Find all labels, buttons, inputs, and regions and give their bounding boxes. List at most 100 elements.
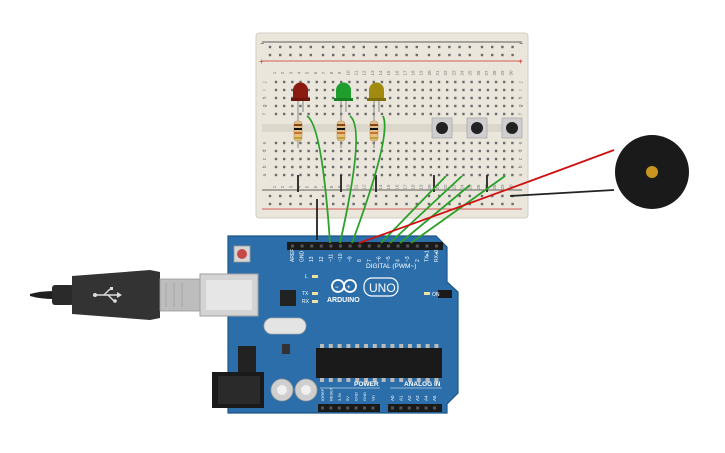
resistor-2[interactable]	[336, 112, 346, 148]
breadboard-hole	[372, 80, 375, 84]
header-socket[interactable]	[310, 244, 314, 248]
column-number: 17	[402, 70, 407, 76]
breadboard-hole	[307, 141, 310, 145]
header-socket[interactable]	[363, 406, 366, 410]
column-number: 4	[296, 185, 301, 188]
breadboard-hole	[405, 173, 408, 177]
pushbuttons-group	[431, 117, 523, 139]
rail-hole	[405, 45, 408, 49]
breadboard-hole	[348, 141, 351, 145]
led-tx-label: TX	[302, 291, 309, 297]
breadboard-hole	[445, 96, 449, 100]
header-socket[interactable]	[407, 406, 411, 410]
breadboard-hole	[437, 173, 441, 177]
header-socket[interactable]	[291, 244, 294, 248]
header-socket[interactable]	[415, 244, 419, 248]
rail-hole	[352, 202, 355, 206]
column-number: 20	[427, 70, 432, 76]
pushbutton-3[interactable]	[501, 117, 523, 139]
header-socket[interactable]	[424, 406, 428, 410]
header-socket[interactable]	[433, 406, 436, 410]
header-socket[interactable]	[329, 406, 333, 410]
rail-hole	[395, 53, 398, 57]
resistors-group	[293, 112, 379, 148]
piezo-buzzer[interactable]	[358, 135, 689, 244]
header-socket[interactable]	[377, 244, 381, 248]
breadboard-hole	[462, 112, 465, 116]
header-socket[interactable]	[416, 406, 420, 410]
header-socket[interactable]	[358, 244, 362, 248]
pushbutton-1[interactable]	[431, 117, 453, 139]
chip-pin	[416, 378, 421, 382]
led-red[interactable]	[291, 82, 310, 112]
breadboard-hole	[291, 165, 294, 169]
breadboard-hole	[462, 96, 465, 100]
header-socket[interactable]	[435, 244, 438, 248]
header-socket[interactable]	[425, 244, 429, 248]
breadboard-hole	[470, 96, 473, 100]
led-yellow[interactable]	[367, 82, 386, 112]
breadboard-hole	[511, 80, 514, 84]
breadboard-hole	[299, 112, 302, 116]
power-pin-label: GND	[362, 392, 367, 401]
breadboard-hole	[315, 141, 318, 145]
rail-hole	[279, 202, 282, 206]
reset-button-cap[interactable]	[237, 249, 247, 259]
column-number: 27	[484, 70, 489, 76]
resistor-3[interactable]	[369, 112, 379, 148]
breadboard-hole	[331, 80, 335, 84]
rail-hole	[415, 53, 418, 57]
header-socket[interactable]	[300, 244, 304, 248]
header-socket[interactable]	[367, 244, 371, 248]
header-socket[interactable]	[337, 406, 341, 410]
column-number: 21	[435, 70, 440, 76]
digital-pin-label: AREF	[290, 249, 296, 262]
breadboard-hole	[274, 96, 278, 100]
breadboard-hole	[454, 88, 457, 92]
breadboard-hole	[299, 157, 302, 161]
digital-pin-label: 13	[309, 256, 315, 262]
header-socket[interactable]	[329, 244, 333, 248]
breadboard-hole	[494, 149, 498, 153]
header-socket[interactable]	[371, 406, 375, 410]
row-letter: c	[262, 157, 268, 160]
row-letter: f	[518, 113, 524, 115]
breadboard-hole	[421, 173, 424, 177]
column-number: 29	[500, 70, 505, 76]
breadboard-hole	[307, 104, 310, 108]
breadboard-hole	[470, 157, 473, 161]
led-green[interactable]	[334, 82, 353, 112]
resistor-1[interactable]	[293, 112, 303, 148]
header-socket[interactable]	[348, 244, 352, 248]
breadboard-hole	[462, 88, 465, 92]
power-pin-label: 5V	[345, 396, 350, 401]
header-socket[interactable]	[396, 244, 400, 248]
row-letter: d	[262, 149, 268, 152]
breadboard-hole	[397, 88, 400, 92]
header-socket[interactable]	[346, 406, 350, 410]
header-socket[interactable]	[321, 406, 324, 410]
digital-header-strip	[287, 242, 443, 250]
row-letter: a	[518, 173, 524, 176]
chip-pin	[320, 344, 324, 348]
breadboard-hole	[445, 141, 449, 145]
power-on-led	[424, 292, 430, 295]
header-socket[interactable]	[391, 406, 394, 410]
breadboard-hole	[282, 173, 286, 177]
header-socket[interactable]	[339, 244, 342, 248]
breadboard-hole	[429, 165, 433, 169]
column-number: 25	[468, 184, 473, 190]
rail-hole	[309, 202, 312, 206]
header-socket[interactable]	[406, 244, 410, 248]
breadboard-hole	[437, 165, 441, 169]
breadboard-hole	[494, 80, 498, 84]
pushbutton-2[interactable]	[466, 117, 488, 139]
header-socket[interactable]	[354, 406, 358, 410]
header-socket[interactable]	[399, 406, 403, 410]
arduino-logo-text: ARDUINO	[327, 297, 360, 304]
breadboard-hole	[470, 173, 473, 177]
header-socket[interactable]	[387, 244, 390, 248]
column-number: 13	[370, 70, 375, 76]
breadboard-hole	[421, 88, 424, 92]
header-socket[interactable]	[319, 244, 323, 248]
